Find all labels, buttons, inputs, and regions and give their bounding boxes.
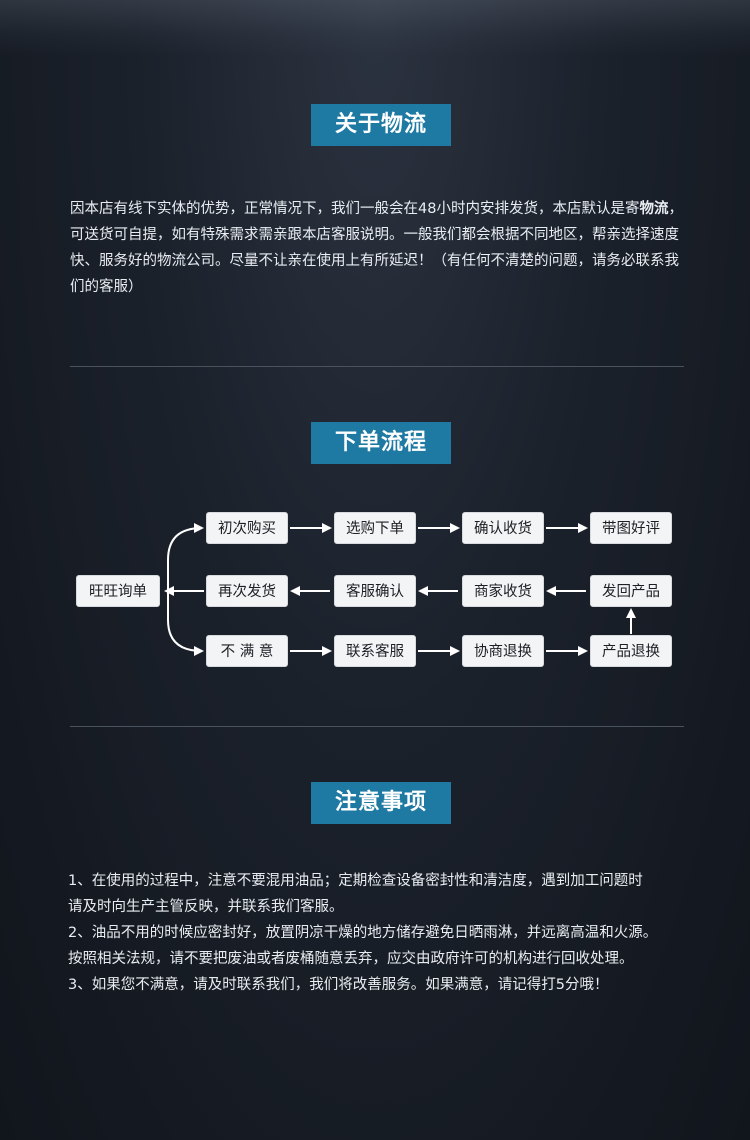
flow-mid-1: 再次发货 [206, 575, 288, 607]
flow-bot-4: 产品退换 [590, 635, 672, 667]
flow-bot-3: 协商退换 [462, 635, 544, 667]
flow-top-2: 选购下单 [334, 512, 416, 544]
top-band [0, 0, 750, 56]
notes-line-5: 3、如果您不满意，请及时联系我们，我们将改善服务。如果满意，请记得打5分哦！ [68, 977, 609, 993]
section-title-logistics: 关于物流 [311, 104, 451, 146]
notes-line-2: 请及时向生产主管反映，并联系我们客服。 [68, 899, 344, 915]
logistics-text-after: ，可送货可自提，如有特殊需求需亲跟本店客服说明。一般我们都会根据不同地区，帮亲选… [70, 201, 683, 295]
flow-top-1: 初次购买 [206, 512, 288, 544]
section-title-notes: 注意事项 [311, 782, 451, 824]
notes-line-4: 按照相关法规，请不要把废油或者废桶随意丢弃，应交由政府许可的机构进行回收处理。 [68, 951, 634, 967]
notes-list: 1、在使用的过程中，注意不要混用油品；定期检查设备密封性和清洁度，遇到加工问题时… [68, 868, 708, 998]
divider-1 [70, 366, 684, 367]
notes-line-1: 1、在使用的过程中，注意不要混用油品；定期检查设备密封性和清洁度，遇到加工问题时 [68, 873, 643, 889]
section-title-order-flow: 下单流程 [311, 422, 451, 464]
flow-mid-3: 商家收货 [462, 575, 544, 607]
logistics-text-bold: 物流 [639, 201, 669, 217]
flow-mid-4: 发回产品 [590, 575, 672, 607]
flow-bot-2: 联系客服 [334, 635, 416, 667]
flow-bot-1: 不 满 意 [206, 635, 288, 667]
logistics-paragraph: 因本店有线下实体的优势，正常情况下，我们一般会在48小时内安排发货，本店默认是寄… [70, 196, 690, 300]
flow-top-3: 确认收货 [462, 512, 544, 544]
flow-mid-2: 客服确认 [334, 575, 416, 607]
logistics-text-before: 因本店有线下实体的优势，正常情况下，我们一般会在48小时内安排发货，本店默认是寄 [70, 201, 640, 217]
flow-start-box: 旺旺询单 [76, 575, 160, 607]
notes-line-3: 2、油品不用的时候应密封好，放置阴凉干燥的地方储存避免日晒雨淋，并远离高温和火源… [68, 925, 658, 941]
branch-curve [167, 527, 204, 656]
divider-2 [70, 726, 684, 727]
flow-top-4: 带图好评 [590, 512, 672, 544]
